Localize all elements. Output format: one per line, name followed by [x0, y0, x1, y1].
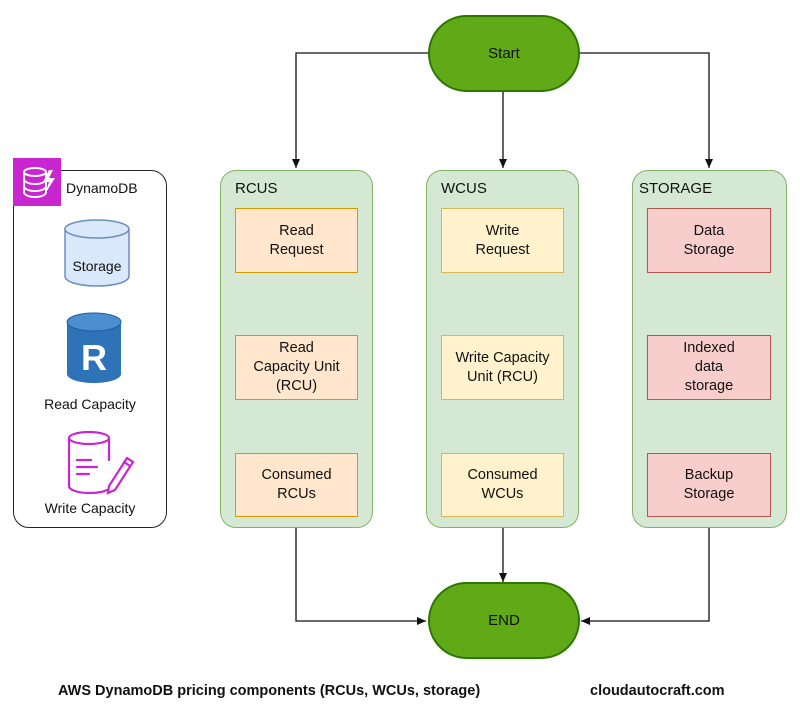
legend-read-label: Read Capacity	[44, 396, 136, 412]
read-icon-letter: R	[81, 337, 107, 378]
dynamodb-icon	[13, 158, 61, 206]
footer-site: cloudautocraft.com	[590, 683, 725, 699]
start-node: Start	[428, 15, 580, 92]
read-capacity-unit-box: Read Capacity Unit (RCU)	[235, 335, 358, 400]
footer-caption: AWS DynamoDB pricing components (RCUs, W…	[58, 683, 481, 699]
data-storage-box: Data Storage	[647, 208, 771, 273]
arrow-start-to-storage	[580, 52, 713, 168]
write-capacity-unit-box: Write Capacity Unit (RCU)	[441, 335, 564, 400]
end-label: END	[488, 612, 520, 629]
storage-title: STORAGE	[639, 180, 713, 197]
start-label: Start	[488, 45, 520, 62]
read-request-box: Read Request	[235, 208, 358, 273]
consumed-wcus-box: Consumed WCUs	[441, 453, 564, 517]
indexed-data-storage-box: Indexed data storage	[647, 335, 771, 400]
legend-write-label: Write Capacity	[44, 500, 136, 516]
legend-storage-label: Storage	[72, 258, 122, 274]
read-capacity-icon: R	[66, 312, 122, 384]
rcus-title: RCUS	[235, 180, 278, 197]
arrow-rcus-to-end	[295, 517, 426, 625]
storage-cylinder-icon	[63, 218, 131, 288]
end-node: END	[428, 582, 580, 659]
wcus-title: WCUS	[441, 180, 487, 197]
arrow-start-to-rcus	[292, 52, 428, 168]
consumed-rcus-box: Consumed RCUs	[235, 453, 358, 517]
arrow-storage-to-end	[581, 517, 710, 625]
write-request-box: Write Request	[441, 208, 564, 273]
write-capacity-icon	[67, 430, 135, 496]
backup-storage-box: Backup Storage	[647, 453, 771, 517]
legend-title: DynamoDB	[66, 180, 138, 196]
